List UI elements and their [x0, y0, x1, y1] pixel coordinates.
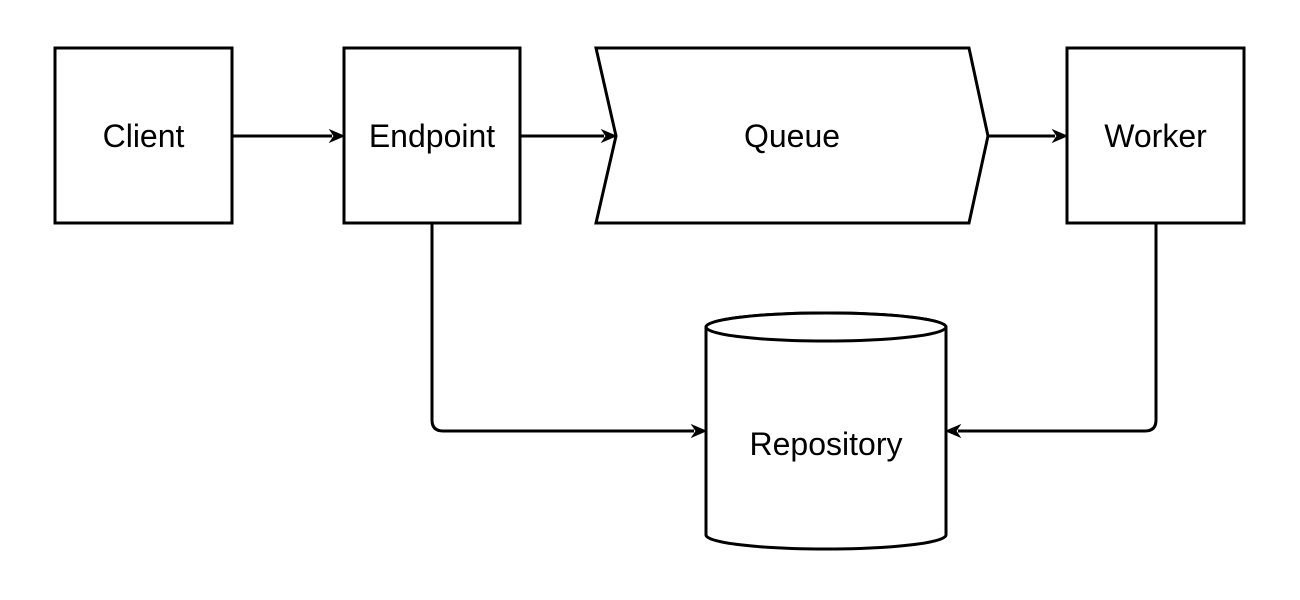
edge-endpoint-queue: [520, 128, 618, 144]
edge-worker-repository: [944, 223, 1158, 439]
node-queue-label: Queue: [744, 118, 840, 154]
edge-queue-worker: [988, 128, 1069, 144]
node-queue[interactable]: Queue: [594, 46, 990, 225]
cylinder-top-icon: [704, 311, 948, 343]
node-client[interactable]: Client: [53, 46, 234, 225]
node-repository[interactable]: Repository: [704, 311, 948, 551]
node-client-label: Client: [103, 118, 185, 154]
node-worker-label: Worker: [1104, 118, 1207, 154]
edge-endpoint-repository: [430, 223, 708, 439]
node-endpoint[interactable]: Endpoint: [342, 46, 522, 225]
node-repository-label: Repository: [750, 426, 903, 462]
node-worker[interactable]: Worker: [1065, 46, 1246, 225]
node-endpoint-label: Endpoint: [369, 118, 495, 154]
edge-client-endpoint: [232, 128, 346, 144]
